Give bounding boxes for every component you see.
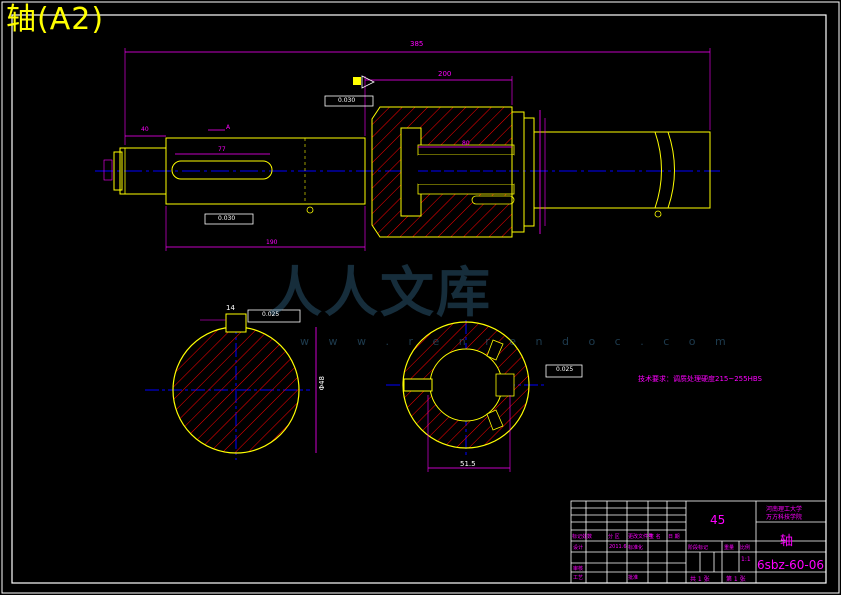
tol-keyway: 0.025 (262, 311, 280, 318)
tb-stage-label: 阶段标记 (688, 545, 709, 551)
tb-approve-label: 批准 (628, 575, 639, 581)
section-a-label: A (226, 124, 231, 131)
inner-frame (11, 14, 827, 584)
tb-std-label: 标准化 (628, 545, 644, 551)
tb-col-label-0: 分 区 (608, 534, 620, 540)
tb-department: 万方科技学院 (766, 514, 803, 521)
watermark-text: 人人文库 (268, 261, 492, 324)
tb-university: 河南理工大学 (766, 506, 803, 513)
tb-col-label-1: 更改文件号 (628, 534, 654, 540)
dim-keyway-left: 77 (218, 146, 226, 153)
tb-col-label-3: 日 期 (668, 534, 680, 540)
sheet-title: 轴(A2) (6, 2, 105, 37)
tol-left: 0.030 (338, 97, 356, 104)
tb-row-label-1: 设计 (573, 545, 584, 551)
watermark-url: w w w . r e n r e n d o c . c o m (300, 335, 734, 348)
tb-drawing-no: 6sbz-60-06 (757, 558, 825, 572)
tb-scale-label: 比例 (740, 545, 751, 551)
section-view-hub (386, 320, 583, 472)
section-key-depth: 51.5 (460, 460, 476, 468)
tb-weight-label: 重量 (724, 545, 735, 551)
shaft-main-view (95, 48, 720, 251)
tb-row-label-0: 标记处数 (572, 534, 593, 540)
section-key-width: 14 (226, 304, 235, 312)
tb-part-name: 轴 (780, 534, 794, 549)
tb-col-label-2: 签 名 (649, 534, 661, 540)
dim-keyway-right: 80 (462, 140, 470, 147)
tb-row-label-3: 工艺 (573, 575, 584, 581)
dim-key-section-length: 200 (438, 70, 452, 78)
tb-sheet-info: 共 1 张 (690, 576, 710, 583)
dim-overall-length: 385 (410, 40, 424, 48)
tb-sheet-no: 第 1 张 (726, 576, 746, 583)
section-view-a (145, 309, 317, 460)
tb-material: 45 (710, 513, 726, 527)
dim-left-shoulder: 40 (141, 126, 149, 133)
dim-lower-length: 190 (266, 239, 278, 246)
section-diameter: Φ48 (318, 376, 326, 391)
tb-date-val: 2011.6 (609, 544, 627, 550)
tol-right: 0.030 (218, 215, 236, 222)
tb-row-label-2: 审核 (573, 566, 584, 572)
tb-scale: 1:1 (741, 556, 751, 563)
title-block-grid (570, 500, 827, 584)
tech-note: 技术要求：调质处理硬度215~255HBS (638, 375, 762, 383)
tol-section: 0.025 (556, 366, 574, 373)
